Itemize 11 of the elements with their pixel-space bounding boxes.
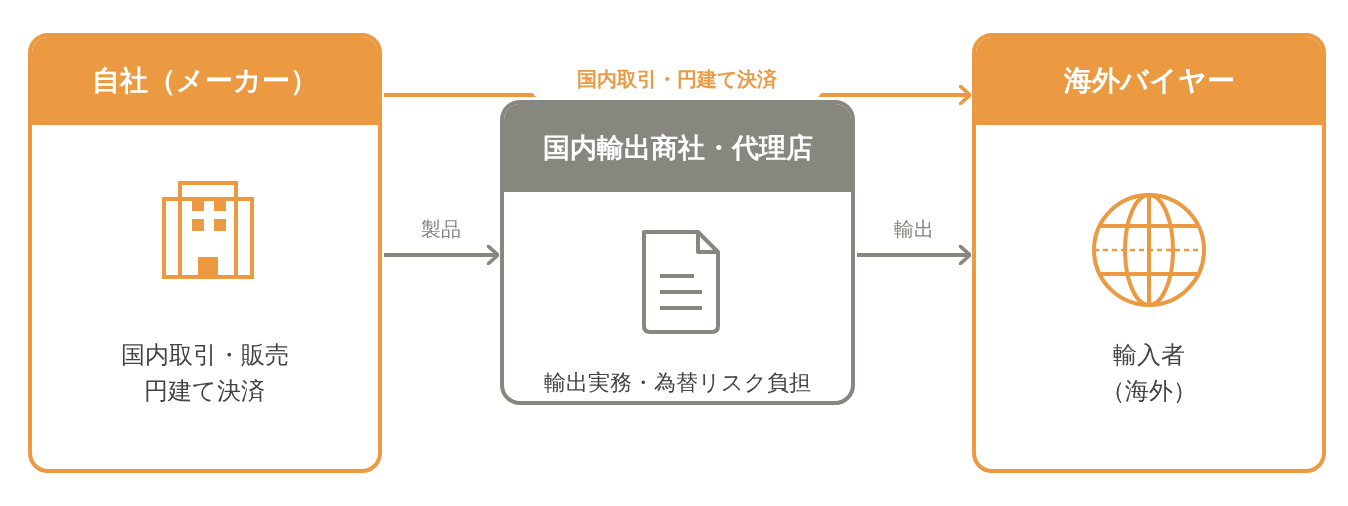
box-header: 自社（メーカー） xyxy=(32,37,378,125)
body-text: 輸入者（海外） xyxy=(1100,340,1198,407)
body-text: 輸出実務・為替リスク負担 xyxy=(543,369,812,397)
arrow xyxy=(384,244,500,266)
body-text: 国内取引・販売円建て決済 xyxy=(120,340,290,407)
process-box xyxy=(28,33,382,473)
process-box xyxy=(500,100,855,405)
arrow xyxy=(857,244,972,266)
box-header: 国内輸出商社・代理店 xyxy=(504,104,851,192)
box-header: 海外バイヤー xyxy=(976,37,1322,125)
process-box xyxy=(972,33,1326,473)
